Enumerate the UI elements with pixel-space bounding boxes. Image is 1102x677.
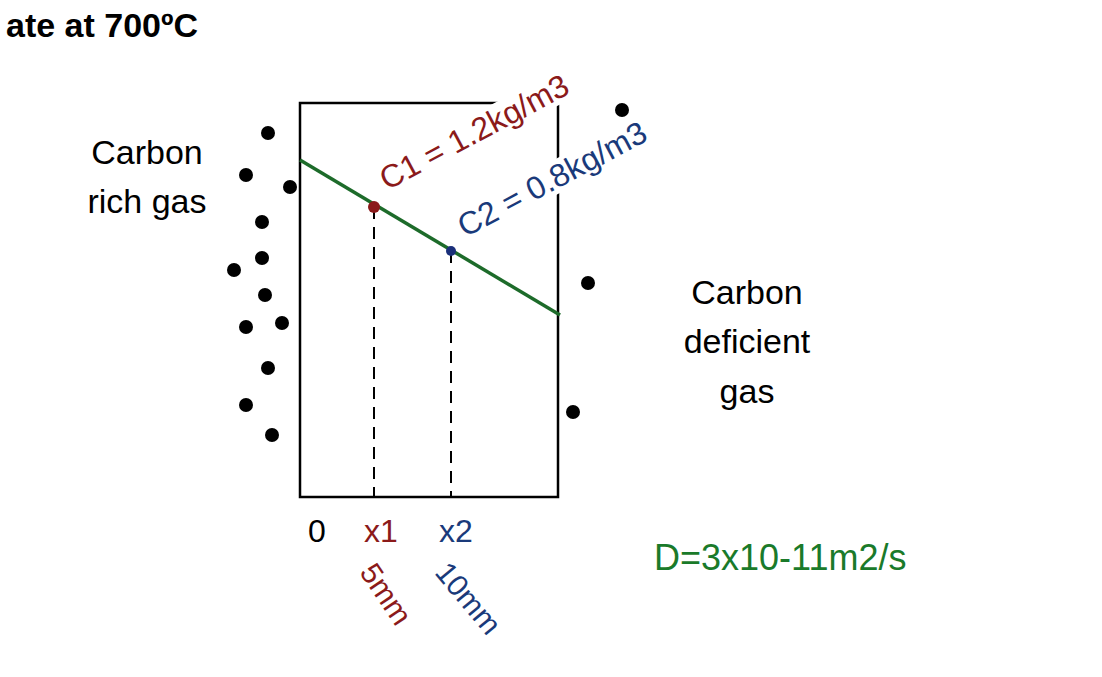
gas-atom	[283, 180, 297, 194]
c1-point	[368, 201, 380, 213]
gas-atom	[261, 361, 275, 375]
gas-atom	[239, 168, 253, 182]
x1-leader	[373, 207, 375, 497]
gas-atom	[258, 288, 272, 302]
gas-label: Carbon deficient gas	[660, 268, 834, 416]
gas-atom	[566, 405, 580, 419]
gas-atom	[239, 398, 253, 412]
gas-atom	[615, 103, 629, 117]
gas-atom	[265, 428, 279, 442]
gas-label: Carbon rich gas	[70, 128, 224, 227]
constant-label: D=3x10-11m2/s	[652, 540, 908, 576]
gas-atom	[261, 126, 275, 140]
c2-point	[446, 246, 456, 256]
title-text: ate at 700ºC	[4, 8, 200, 42]
dimension-label: 10mm	[429, 555, 508, 641]
gas-atom	[239, 320, 253, 334]
axis-label: x2	[437, 515, 475, 547]
gas-atom	[581, 276, 595, 290]
gas-atom	[227, 263, 241, 277]
dimension-label: 5mm	[354, 557, 418, 632]
axis-label: 0	[306, 515, 328, 547]
gas-atom	[255, 251, 269, 265]
x2-leader	[450, 251, 452, 497]
axis-label: x1	[362, 515, 400, 547]
gas-atom	[275, 316, 289, 330]
gas-atom	[255, 215, 269, 229]
